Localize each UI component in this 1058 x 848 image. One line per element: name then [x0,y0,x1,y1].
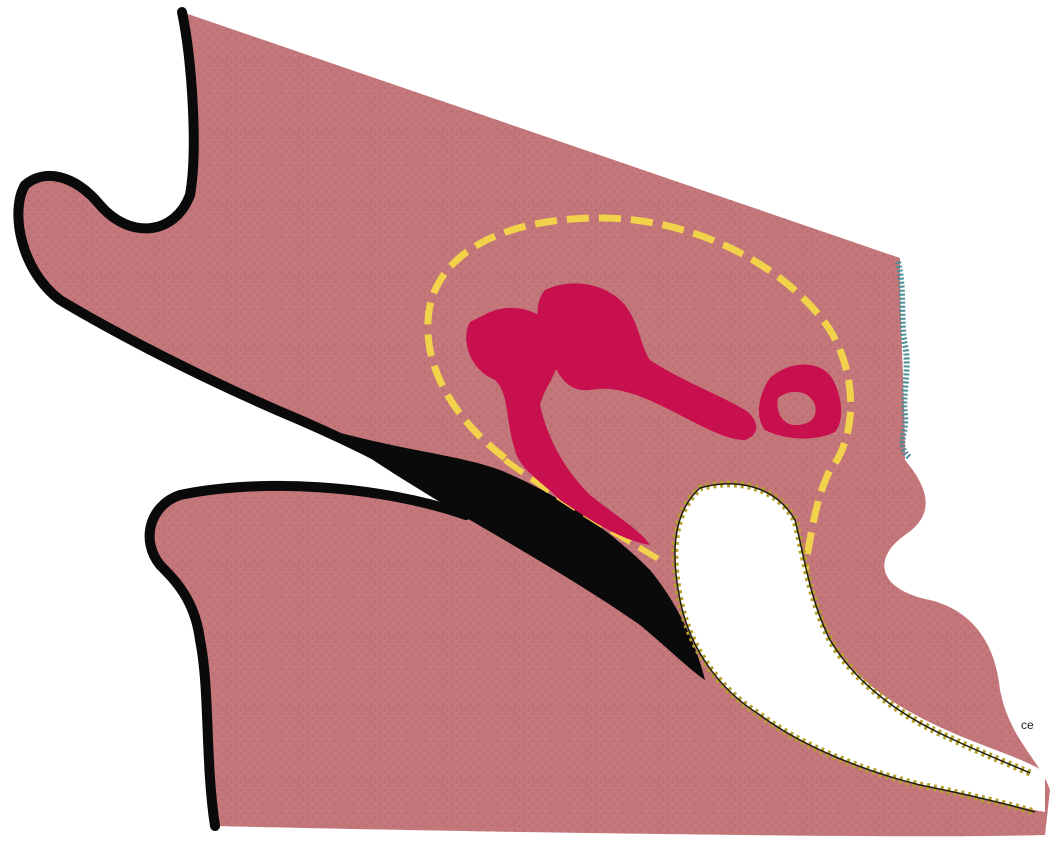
corner-label: ce [1021,718,1034,732]
